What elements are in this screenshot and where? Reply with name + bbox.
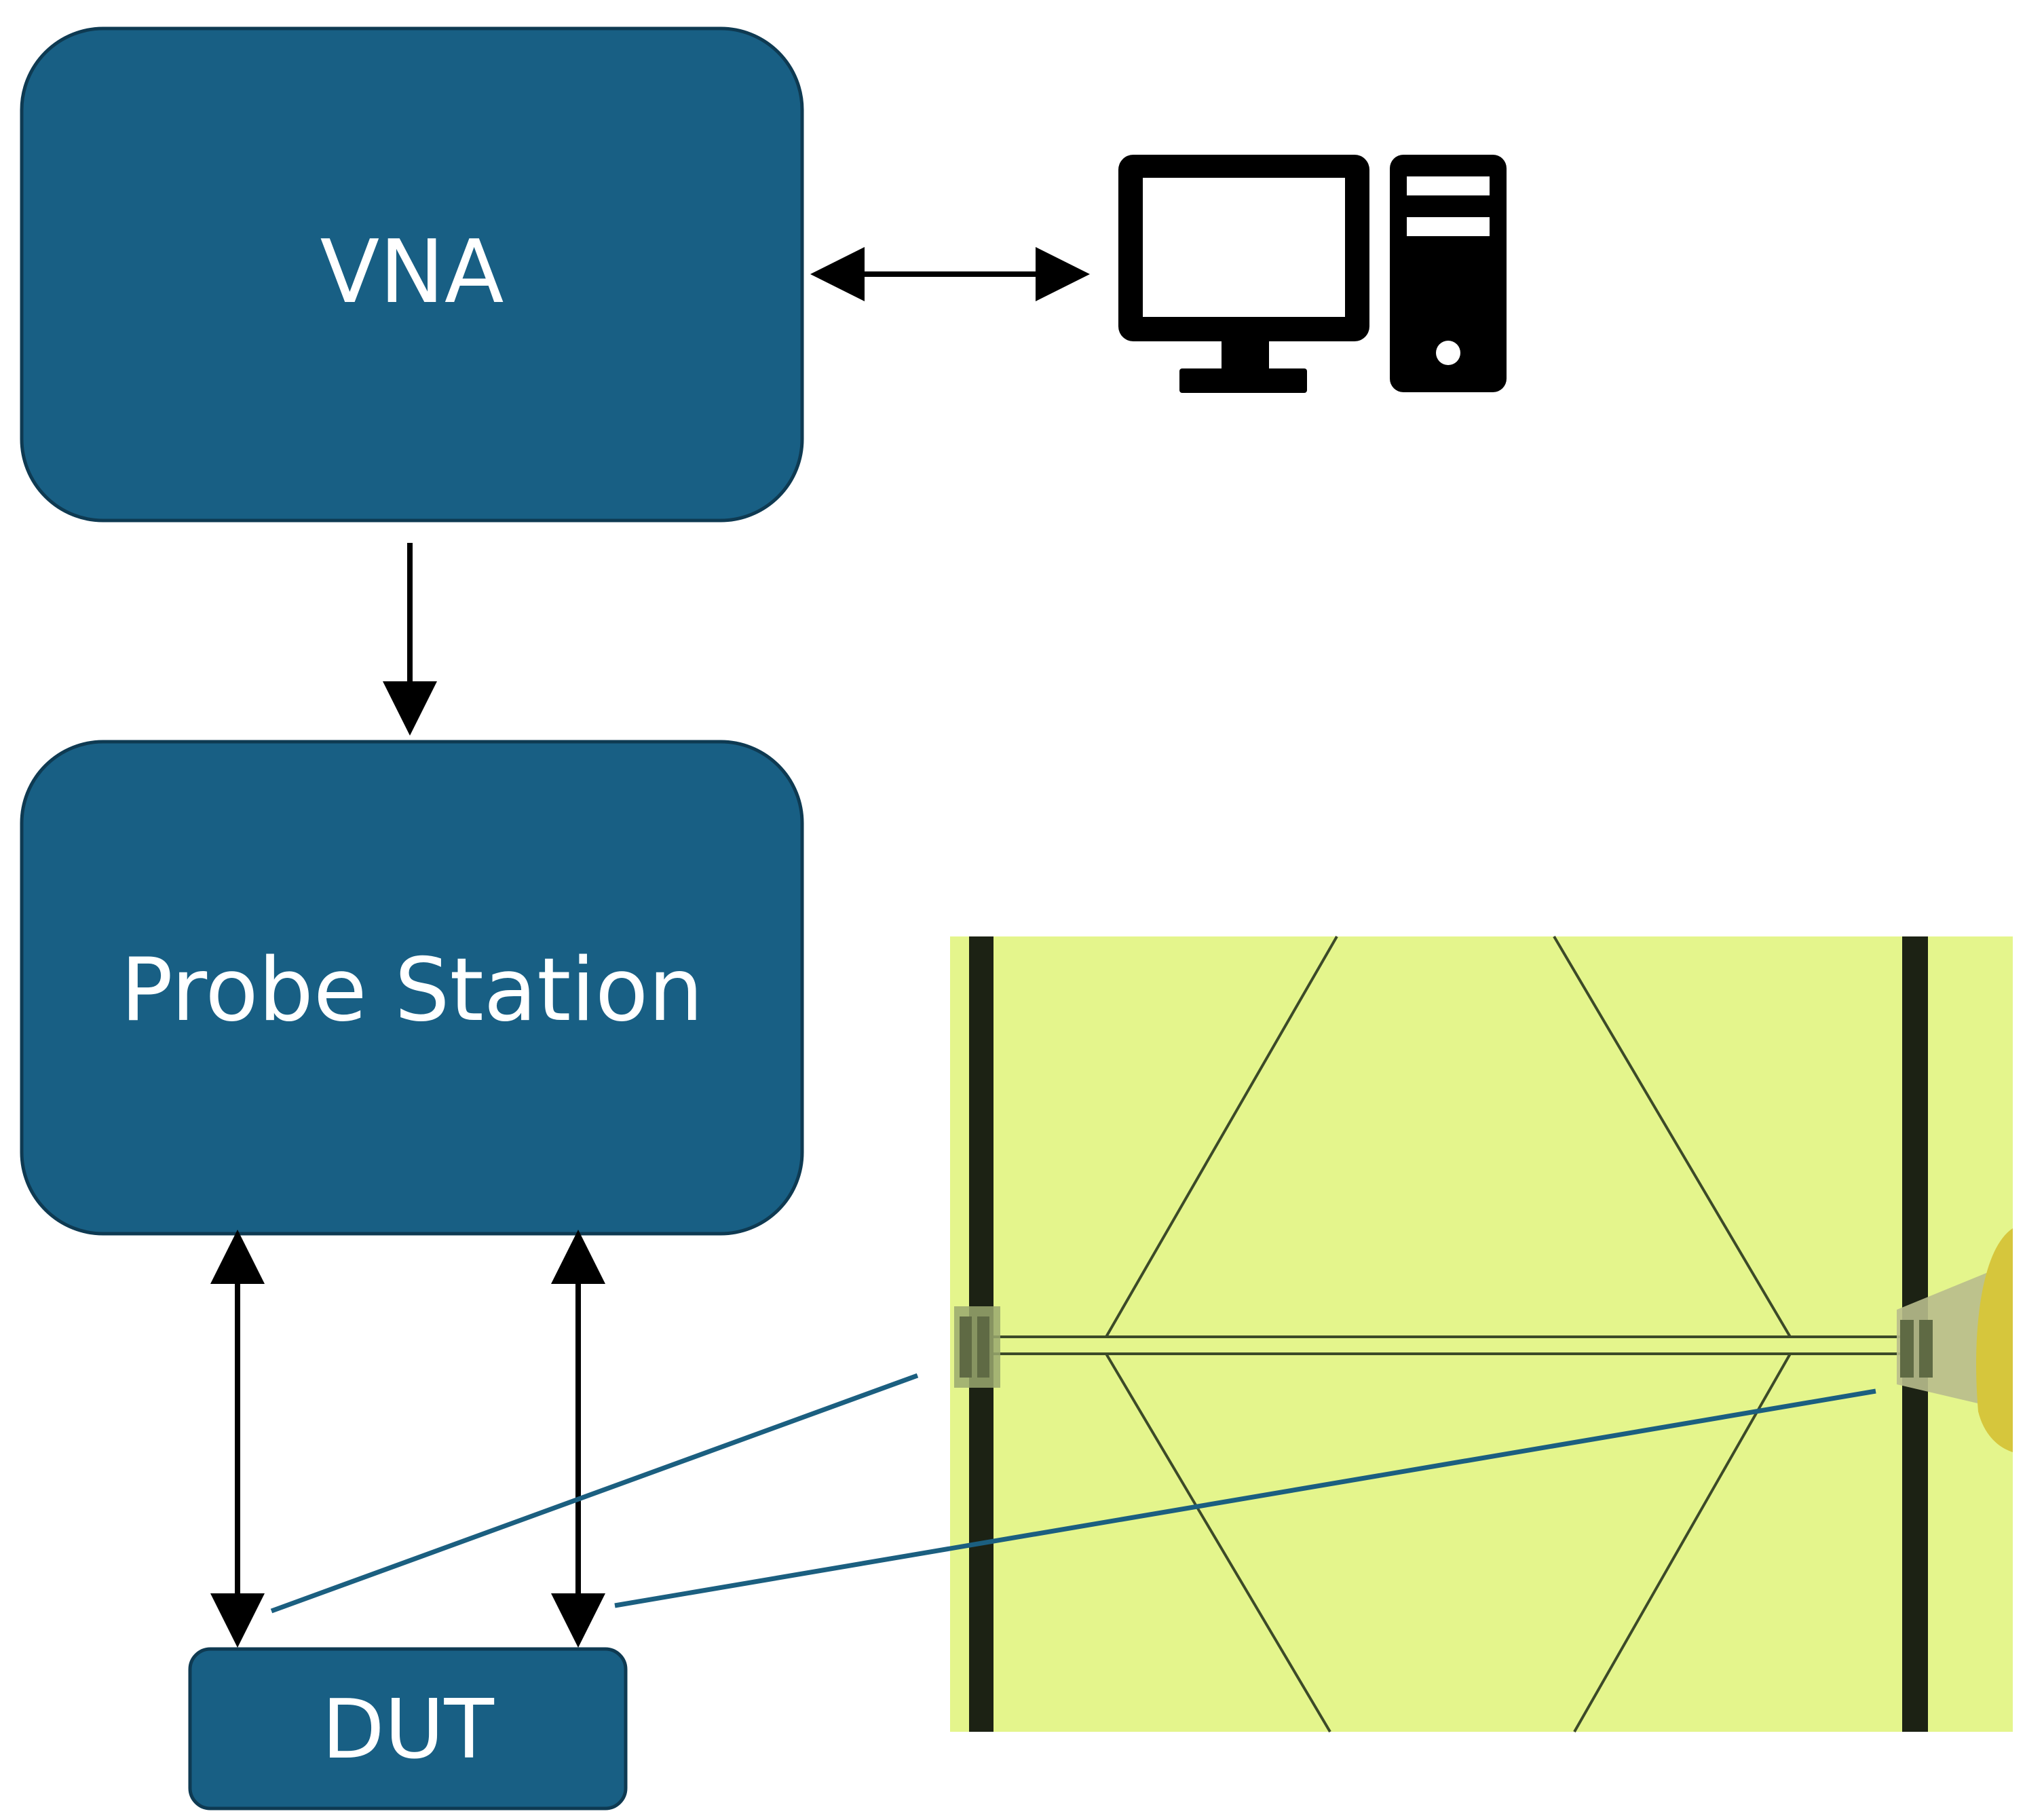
dut-block: DUT [188,1647,628,1810]
diamond-lower-left-edge [1105,1352,1331,1733]
vna-label: VNA [320,222,504,323]
probe-station-block: Probe Station [20,740,804,1236]
diamond-upper-left-edge [1105,936,1338,1338]
dut-micrograph [950,935,2013,1733]
diamond-lower-right-edge [1573,1353,1792,1732]
desktop-computer-icon [1118,155,1507,393]
dut-label: DUT [322,1683,494,1777]
callout-line-left [270,1373,919,1614]
probe-station-label: Probe Station [121,940,704,1041]
callout-line-right [614,1388,1876,1608]
right-probe-tip [1897,1228,2013,1452]
diamond-upper-right-edge [1553,935,1792,1338]
left-probe-tip [954,1306,1000,1388]
vna-block: VNA [20,26,804,523]
